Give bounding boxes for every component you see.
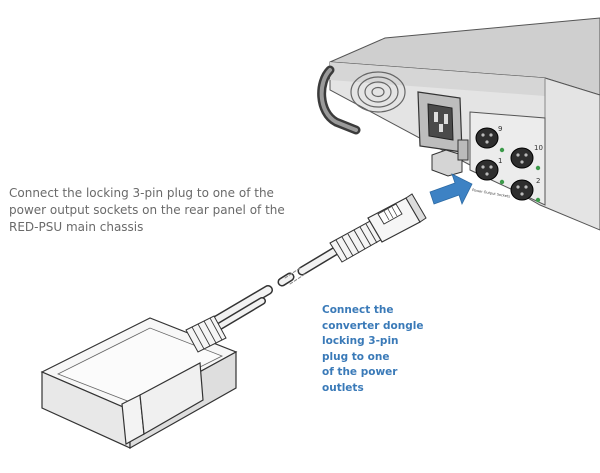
outlet-number-9: 9: [498, 125, 502, 133]
outlet-socket-1: [475, 159, 499, 181]
fan-grille: [350, 71, 406, 113]
outlet-socket-9: [475, 127, 499, 149]
chassis-handle: [317, 65, 361, 135]
locking-clip: [431, 139, 469, 177]
outlet-number-10: 10: [534, 144, 543, 152]
power-cable: [206, 245, 342, 336]
outlet-number-1: 1: [498, 157, 502, 165]
outlet-number-2: 2: [536, 177, 540, 185]
output-sockets-panel: 9 1 10 2 Power Output Sockets: [469, 111, 546, 206]
outlet-socket-2: [510, 179, 534, 201]
converter-dongle: [40, 317, 238, 450]
led-indicator: [499, 179, 505, 185]
locking-3-pin-plug: [367, 193, 427, 243]
led-indicator: [535, 165, 541, 171]
instruction-caption: Connect the locking 3-pin plug to one of…: [9, 186, 285, 234]
panel-label: Power Output Sockets: [472, 188, 511, 199]
dongle-cable-collar: [185, 315, 227, 353]
insertion-arrow: [429, 173, 473, 206]
led-indicator: [535, 197, 541, 203]
mains-inlet: [417, 91, 463, 153]
outlet-socket-10: [510, 147, 534, 169]
led-indicator: [499, 147, 505, 153]
dongle-instruction-caption: Connect the converter dongle locking 3-p…: [322, 304, 424, 394]
